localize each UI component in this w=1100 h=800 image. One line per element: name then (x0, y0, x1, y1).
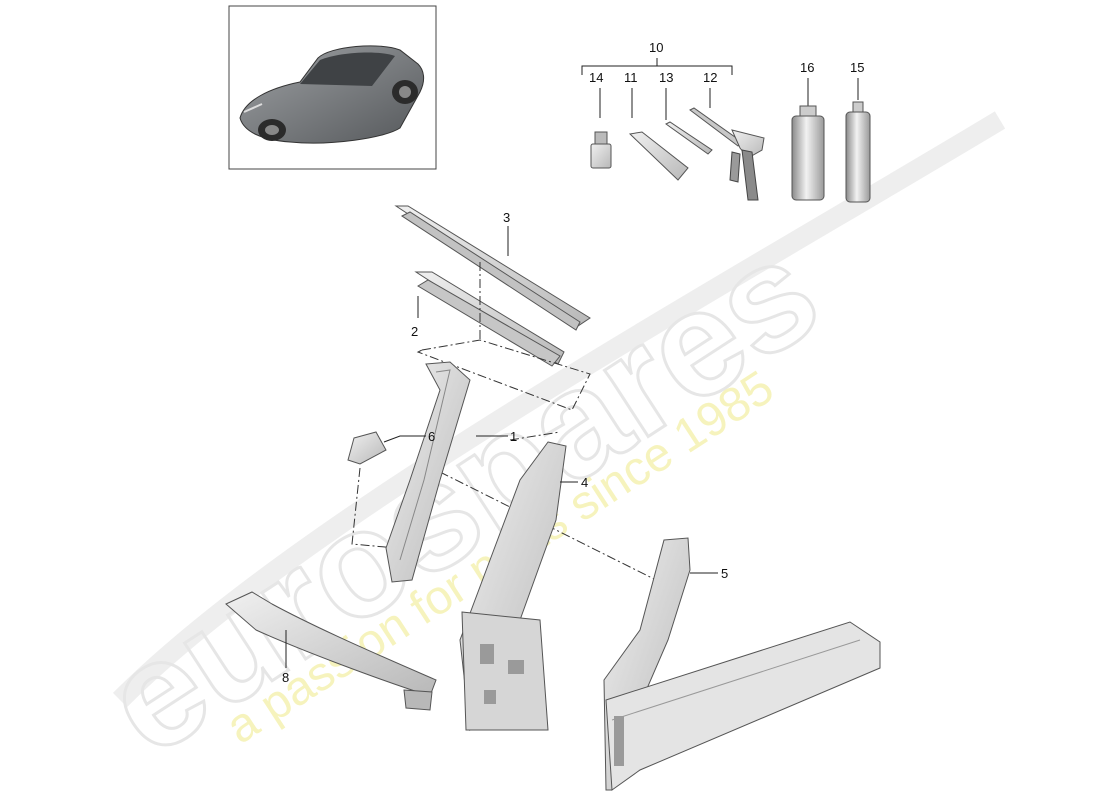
callout-11: 11 (624, 70, 638, 85)
callout-3: 3 (503, 210, 510, 225)
callout-10: 10 (649, 40, 663, 55)
callout-8: 8 (282, 670, 289, 685)
callout-14: 14 (589, 70, 603, 85)
cap-part (590, 131, 612, 169)
callout-15: 15 (850, 60, 864, 75)
part-3: 3 (394, 205, 591, 331)
callout-13: 13 (659, 70, 673, 85)
callout-6: 6 (428, 429, 435, 444)
vehicle-thumbnail (228, 5, 437, 170)
car-image (239, 45, 425, 144)
part-8: 8 (225, 591, 437, 711)
callout-2: 2 (411, 324, 418, 339)
callout-16: 16 (800, 60, 814, 75)
part-4: 4 (459, 441, 588, 732)
nozzle (665, 121, 713, 155)
spray-can-15 (845, 101, 871, 203)
sealant-group: 10 14 11 13 12 16 15 (581, 40, 871, 203)
part-5: 5 (603, 537, 881, 791)
callout-4: 4 (581, 475, 588, 490)
sealant-tube (628, 131, 689, 181)
part-2: 2 (411, 271, 565, 367)
callout-1: 1 (510, 429, 517, 444)
callout-12: 12 (703, 70, 717, 85)
caulking-gun (689, 107, 765, 201)
part-6: 6 (347, 429, 435, 465)
callout-5: 5 (721, 566, 728, 581)
spray-can-16 (791, 105, 825, 201)
part-1: 1 (385, 361, 517, 583)
